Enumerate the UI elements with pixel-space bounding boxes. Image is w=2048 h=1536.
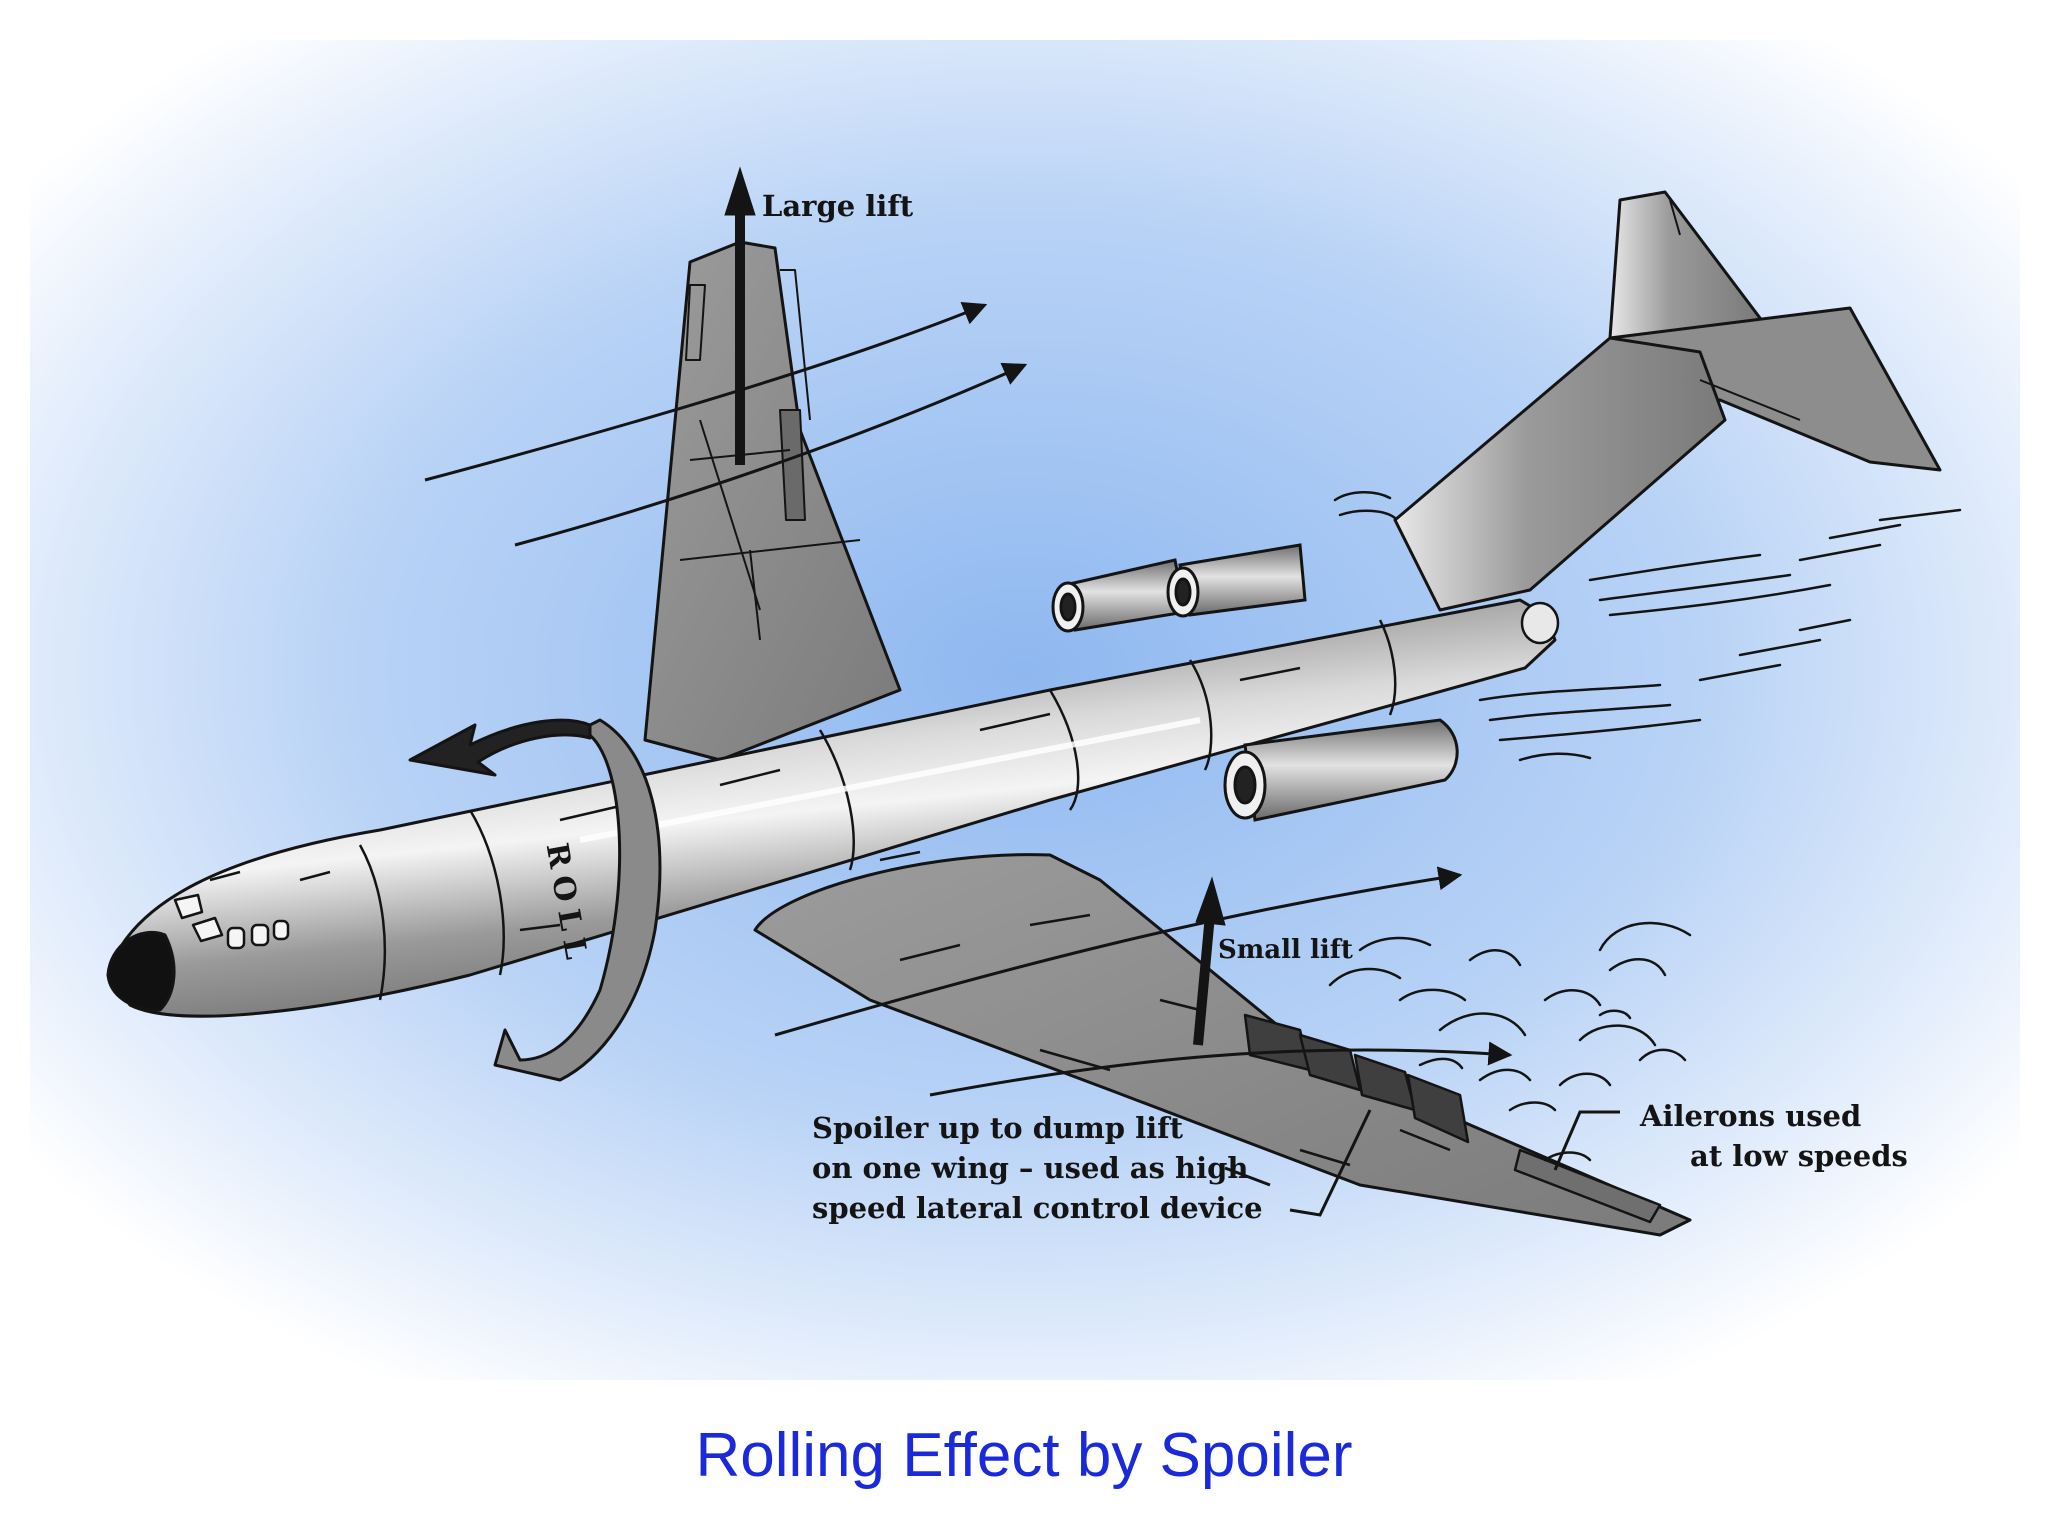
aileron-label-line-2: at low speeds xyxy=(1690,1139,1908,1173)
airflow-arrow xyxy=(929,1041,1513,1097)
aileron xyxy=(1513,1148,1662,1224)
spoiler-label-line-3: speed lateral control device xyxy=(812,1191,1263,1225)
large-lift-arrow xyxy=(724,166,756,465)
exhaust-streaks xyxy=(1333,491,1962,762)
tail-cone xyxy=(1393,336,1727,612)
airflow-arrow xyxy=(514,362,1028,547)
diagram-caption: Rolling Effect by Spoiler xyxy=(695,1421,1353,1490)
turbulence-wake xyxy=(1328,921,1692,1162)
small-lift-label: Small lift xyxy=(1218,935,1353,965)
aileron-label-line-1: Ailerons used xyxy=(1640,1099,1862,1133)
left-wing xyxy=(643,240,902,762)
large-lift-label: Large lift xyxy=(762,189,914,223)
upper-engines xyxy=(1051,543,1307,633)
spoiler-leader-line xyxy=(1289,1109,1372,1217)
leader-lines xyxy=(1224,1109,1620,1217)
spoiler-leader-line xyxy=(1224,1166,1271,1187)
spoiler-label-line-1: Spoiler up to dump lift xyxy=(812,1111,1184,1145)
tail-section xyxy=(1393,190,1942,612)
lift-arrows xyxy=(724,166,1226,1046)
roll-arrow xyxy=(408,718,662,1082)
airflow-arrow xyxy=(774,866,1463,1037)
spoiler-panels xyxy=(1243,1013,1470,1144)
cockpit-windows xyxy=(173,893,290,950)
side-engine xyxy=(1223,718,1459,822)
roll-arrow-head xyxy=(408,718,592,777)
spoiler-label-line-2: on one wing – used as high xyxy=(812,1151,1249,1185)
nose-cone xyxy=(106,930,176,1012)
small-lift-arrow xyxy=(1193,876,1226,1046)
fuselage xyxy=(106,598,1560,1018)
right-wing xyxy=(753,853,1692,1237)
aileron-leader-line xyxy=(1553,1110,1620,1171)
